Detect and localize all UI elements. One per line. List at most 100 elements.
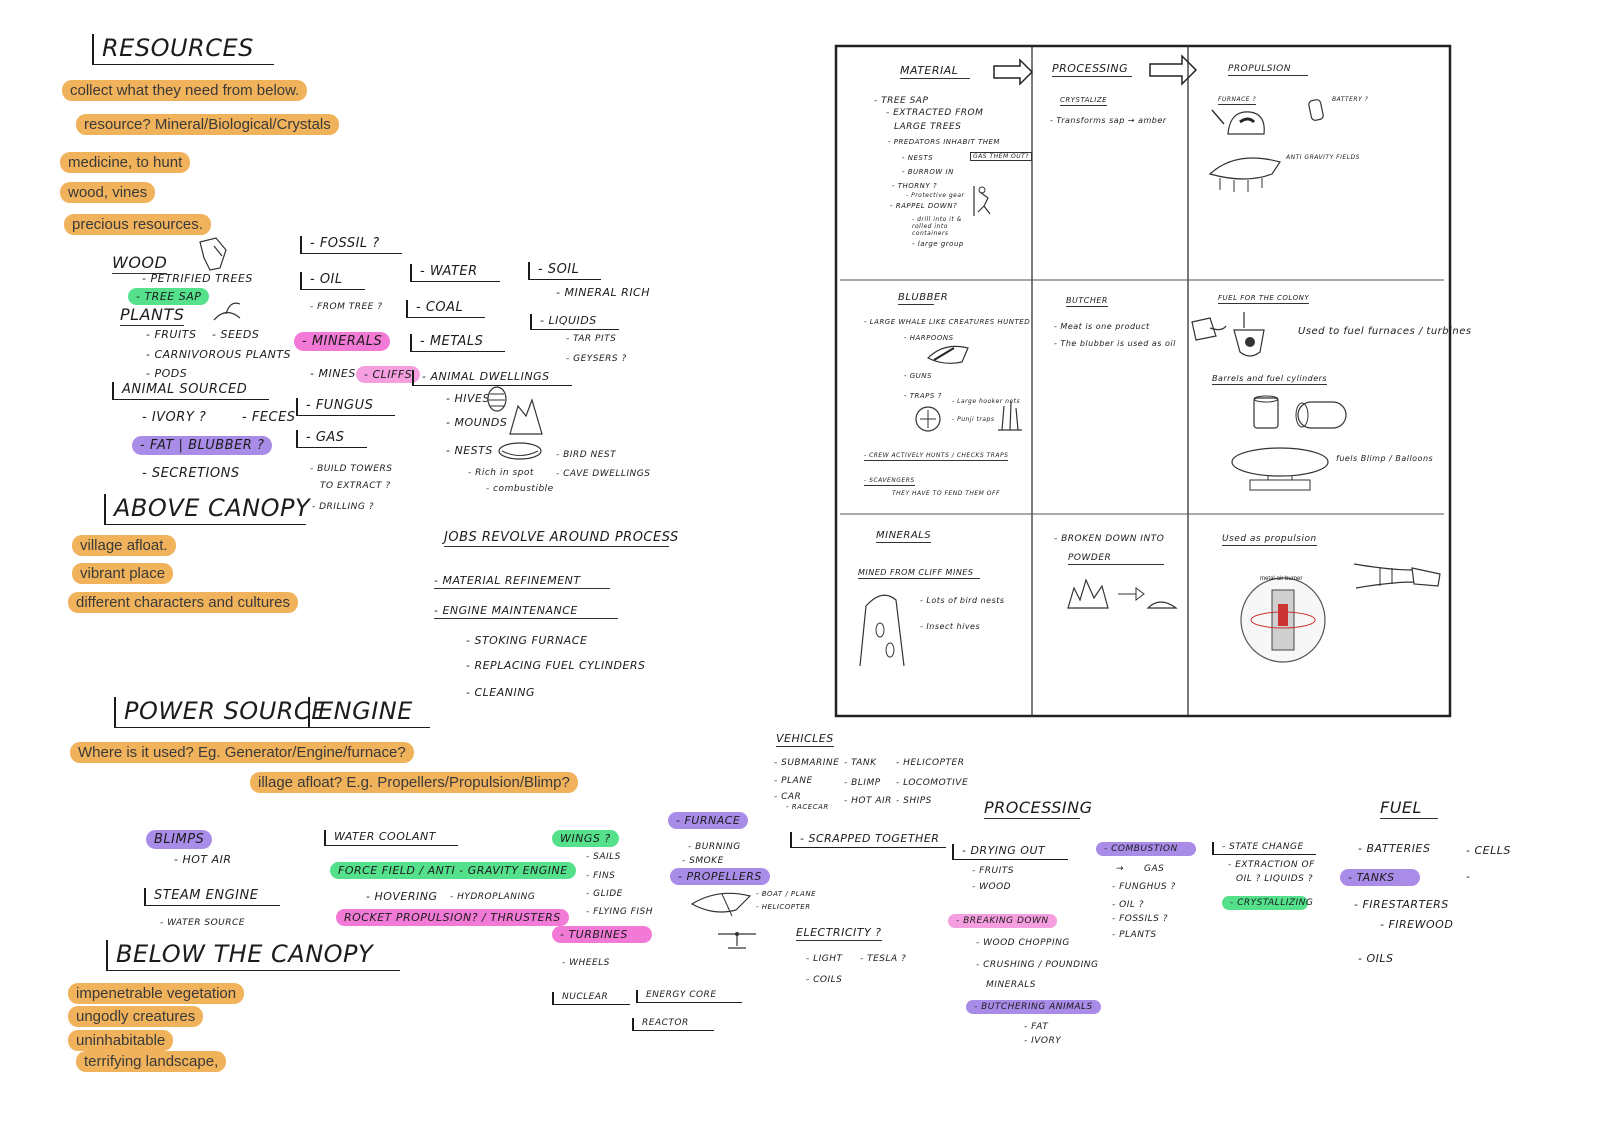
grid-r1c2-1: - Transforms sap → amber [1050, 116, 1167, 125]
drying-wood: - WOOD [972, 882, 1012, 892]
combustion-tag: - COMBUSTION [1096, 842, 1196, 856]
combustion-fossils: - FOSSILS ? [1112, 914, 1168, 924]
crushing-minerals: MINERALS [986, 980, 1036, 990]
pods-label: - PODS [146, 367, 188, 380]
hive-icon [487, 386, 507, 412]
tar-pits-label: - TAR PITS [566, 334, 617, 344]
engine-maintenance: - ENGINE MAINTENANCE [434, 604, 618, 619]
to-extract-label: TO EXTRACT ? [320, 481, 391, 491]
vehicle-tank: - TANK [844, 758, 877, 768]
hydroplaning-label: - HYDROPLANING [450, 892, 536, 902]
grid-r1c3-0: FURNACE ? [1218, 96, 1257, 105]
fruits-label: - FRUITS [146, 328, 197, 341]
smoke-label: - SMOKE [682, 856, 724, 866]
nest-icon [498, 442, 542, 460]
grid-r2c2-0: - Meat is one product [1054, 322, 1150, 331]
fuel-furnace-icon [1191, 312, 1265, 357]
grid-r1c3-1: BATTERY ? [1332, 96, 1369, 103]
blimps-tag: BLIMPS [146, 830, 213, 849]
grid-r2c3-title: FUEL FOR THE COLONY [1218, 294, 1310, 304]
engine-heading: ENGINE [308, 697, 430, 728]
below-note-3: uninhabitable [68, 1030, 174, 1051]
vehicle-ships: - SHIPS [896, 796, 932, 806]
fossil-label: - FOSSIL ? [300, 236, 402, 254]
grid-r2c2-1: - The blubber is used as oil [1054, 339, 1176, 348]
butchering-fat: - FAT [1024, 1022, 1049, 1032]
vehicle-locomotive: - LOCOMOTIVE [896, 778, 969, 788]
power-source-heading: POWER SOURCE [114, 697, 349, 728]
drying-fruits: - FRUITS [972, 866, 1014, 876]
fins-label: - FINS [586, 871, 616, 881]
replacing-fuel-cylinders: - REPLACING FUEL CYLINDERS [466, 659, 646, 672]
grid-r2c3-0: Used to fuel furnaces / turbines [1298, 326, 1472, 337]
propeller-plane-icon [690, 892, 752, 917]
animal-sourced-label: ANIMAL SOURCED [112, 382, 270, 400]
cliffs-tag: - CLIFFS [356, 366, 421, 383]
coils-label: - COILS [806, 975, 843, 985]
secretions-label: - SECRETIONS [142, 466, 240, 481]
reactor-label: REACTOR [632, 1018, 714, 1031]
grid-r1c1-9: - drill into it & rolled into containers [912, 216, 962, 237]
cave-dwellings-label: - CAVE DWELLINGS [556, 469, 651, 479]
geysers-label: - GEYSERS ? [566, 354, 627, 364]
grid-r2c1-6: - CREW ACTIVELY HUNTS / CHECKS TRAPS [864, 452, 1009, 461]
nuclear-label: NUCLEAR [552, 992, 631, 1005]
trap-icon [915, 406, 941, 432]
stoking-furnace: - STOKING FURNACE [466, 634, 588, 647]
rich-in-spot: - Rich in spot [468, 468, 534, 478]
resources-note-1: collect what they need from below. [62, 80, 308, 101]
grid-r2c1-2: - GUNS [904, 372, 932, 380]
combustion-plants: - PLANTS [1112, 930, 1157, 940]
resources-note-2: resource? Mineral/Biological/Crystals [76, 114, 339, 135]
grid-r1c1-gas: GAS THEM OUT? [970, 152, 1032, 161]
fuel-oils: - OILS [1358, 952, 1394, 965]
vehicle-plane: - PLANE [774, 776, 813, 786]
vehicle-blimp: - BLIMP [844, 778, 881, 788]
feces-label: - FECES [242, 410, 296, 425]
vehicle-racecar: - RACECAR [786, 803, 829, 811]
grid-r2c3-1: Barrels and fuel cylinders [1212, 374, 1328, 385]
seed-sprout-icon [213, 302, 241, 321]
power-note-2: illage afloat? E.g. Propellers/Propulsio… [250, 772, 578, 793]
oil-label: - OIL [300, 272, 365, 290]
above-note-2: vibrant place [72, 563, 174, 584]
combustion-arrow: → [1116, 864, 1125, 874]
grid-r3c1-title: MINERALS [876, 530, 932, 543]
fuel-firewood: - FIREWOOD [1380, 918, 1454, 931]
wood-chopping: - WOOD CHOPPING [976, 938, 1070, 948]
grid-r3c3-1: metal-air burner [1260, 576, 1303, 582]
grid-r3c1-2: - Insect hives [920, 622, 981, 631]
grid-r2c1-0: - LARGE WHALE LIKE CREATURES HUNTED [864, 318, 1031, 326]
harpoon-icon [926, 345, 969, 364]
mines-label: - MINES [310, 367, 356, 380]
grid-r1c1-7: - Protective gear [906, 192, 965, 199]
force-field-tag: FORCE FIELD / ANTI - GRAVITY ENGINE [330, 862, 576, 879]
grid-header-material: MATERIAL [900, 64, 970, 79]
vehicle-hot-air: - HOT AIR [844, 796, 892, 806]
vehicle-car: - CAR [774, 792, 802, 802]
fuel-barrels-icon [1253, 395, 1347, 429]
fuel-heading: FUEL [1380, 798, 1438, 819]
hovering-label: - HOVERING [366, 890, 438, 903]
grid-r1c1-4: - NESTS [902, 154, 934, 162]
grid-r2c1-8: THEY HAVE TO FEND THEM OFF [892, 490, 1000, 497]
blimp-icon [1231, 447, 1329, 491]
coal-label: - COAL [406, 300, 486, 318]
cleaning-label: - CLEANING [466, 686, 535, 699]
above-note-1: village afloat. [72, 535, 176, 556]
tesla-label: - TESLA ? [860, 954, 907, 964]
oil-liquids-label: OIL ? LIQUIDS ? [1236, 874, 1314, 884]
combustion-fungus: - FUNGHUS ? [1112, 882, 1176, 892]
grid-r3c2-0: - BROKEN DOWN INTO [1054, 534, 1165, 544]
fuel-batteries: - BATTERIES [1358, 842, 1431, 855]
grid-r2c1-title: BLUBBER [898, 292, 949, 305]
boat-plane-label: - BOAT / PLANE [756, 890, 816, 898]
vehicles-heading: VEHICLES [776, 732, 834, 747]
rappel-figure-icon [973, 186, 991, 216]
grid-r2c3-2: fuels Blimp / Balloons [1336, 454, 1434, 463]
grid-r2c1-7: - SCAVENGERS [864, 477, 915, 486]
anti-gravity-ship-icon [1208, 157, 1281, 192]
rocket-propulsion-tag: ROCKET PROPULSION? / THRUSTERS [336, 909, 569, 926]
material-refinement: - MATERIAL REFINEMENT [434, 574, 610, 589]
scrapped-together-label: - SCRAPPED TOGETHER [790, 832, 946, 848]
